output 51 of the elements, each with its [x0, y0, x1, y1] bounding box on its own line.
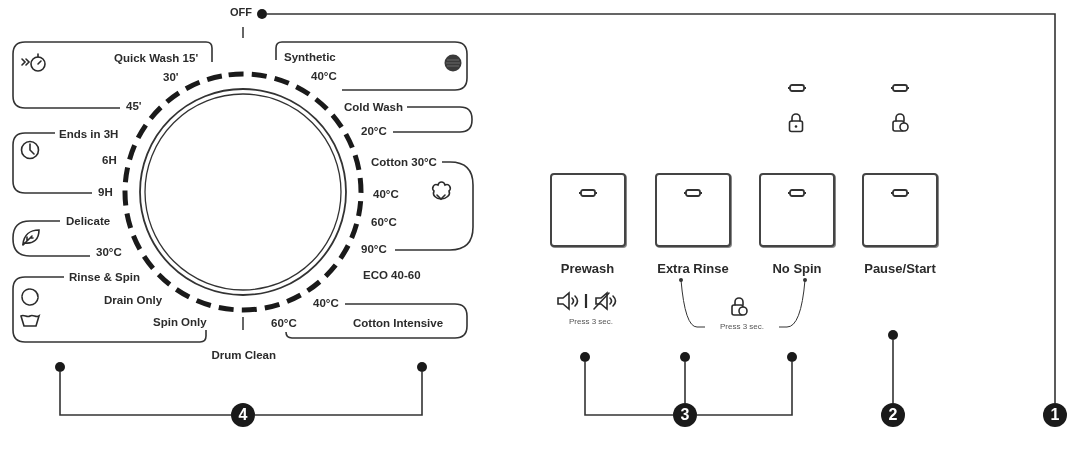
program-label: 30°C	[95, 245, 123, 259]
program-label: ECO 40-60	[363, 268, 421, 282]
program-label: 60°C	[270, 316, 298, 330]
program-label: 30'	[162, 70, 180, 84]
leader-dot	[680, 352, 690, 362]
leader-line	[266, 13, 1056, 404]
program-label: 9H	[97, 185, 114, 199]
leader-line	[892, 339, 894, 404]
program-label: Ends in 3H	[58, 127, 120, 141]
program-label: 6H	[101, 153, 118, 167]
callout-number: 2	[881, 403, 905, 427]
note-text: Press 3 sec.	[719, 321, 765, 333]
callout-number: 3	[673, 403, 697, 427]
program-label: Cotton 30°C	[370, 155, 438, 169]
program-label: Delicate	[65, 214, 112, 228]
leader-dot	[417, 362, 427, 372]
note-text: Press 3 sec.	[569, 316, 613, 328]
button-label: No Spin	[771, 261, 823, 277]
program-label: 20°C	[360, 124, 388, 138]
program-label: Cotton Intensive	[352, 316, 445, 330]
callout-number: 4	[231, 403, 255, 427]
button-label: Pause/Start	[863, 261, 937, 277]
leader-line	[684, 361, 686, 404]
program-label: 40°C	[312, 296, 340, 310]
program-label: Rinse & Spin	[68, 270, 141, 284]
program-label: Quick Wash 15'	[113, 51, 200, 65]
program-label: 45'	[125, 99, 143, 113]
program-label: Synthetic	[283, 50, 337, 64]
program-label: 40°C	[372, 187, 400, 201]
callout-number: 1	[1043, 403, 1067, 427]
leader-line	[584, 361, 674, 416]
button-label: Extra Rinse	[656, 261, 730, 277]
leader-dot	[787, 352, 797, 362]
leader-line	[696, 361, 793, 416]
program-label: 40°C	[310, 69, 338, 83]
connector-line	[778, 278, 807, 328]
button-label: Prewash	[559, 261, 616, 277]
program-label: 90°C	[360, 242, 388, 256]
program-label: Spin Only	[152, 315, 208, 329]
program-label: Cold Wash	[343, 100, 404, 114]
leader-line	[254, 371, 423, 416]
program-label: Drain Only	[103, 293, 164, 307]
dial-off-label: OFF	[230, 5, 252, 19]
connector-line	[679, 278, 706, 328]
leader-line	[59, 371, 232, 416]
leader-dot	[888, 330, 898, 340]
leader-dot	[580, 352, 590, 362]
program-label: Drum Clean	[211, 348, 277, 362]
leader-dot	[55, 362, 65, 372]
leader-dot	[257, 9, 267, 19]
program-label: 60°C	[370, 215, 398, 229]
